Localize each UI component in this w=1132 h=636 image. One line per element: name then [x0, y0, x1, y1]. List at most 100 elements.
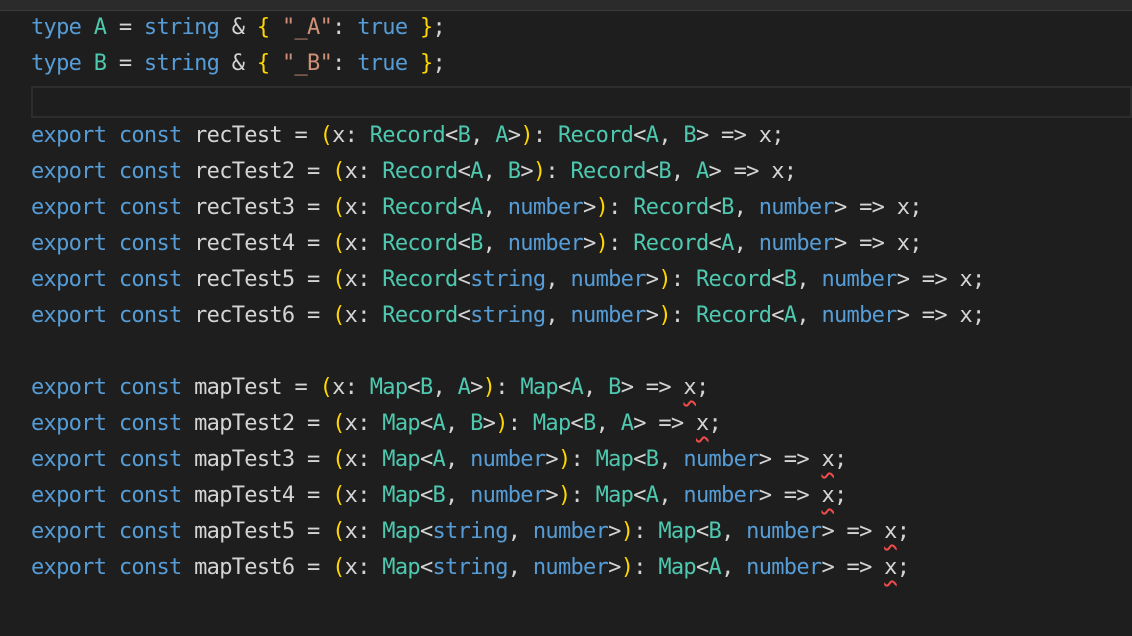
code-token: Map: [658, 555, 696, 580]
code-token: ,: [545, 303, 571, 328]
code-token: recTest2 =: [181, 159, 333, 184]
code-token: [106, 483, 119, 508]
code-token: A: [708, 555, 722, 580]
code-token: x:: [344, 267, 383, 292]
code-token: > => x;: [896, 303, 986, 328]
code-token: const: [118, 231, 182, 256]
code-token: x:: [344, 231, 383, 256]
code-token: const: [118, 195, 182, 220]
code-line[interactable]: export const recTest4 = (x: Record<B, nu…: [31, 226, 1132, 262]
code-token: ): [557, 483, 571, 508]
code-token: ,: [445, 411, 471, 436]
code-token: Map: [658, 519, 696, 544]
code-token: }: [419, 51, 433, 76]
code-token: > => x;: [896, 267, 986, 292]
code-token: Map: [382, 411, 420, 436]
code-token: x:: [344, 483, 383, 508]
code-token: <: [557, 375, 571, 400]
code-token: ;: [896, 519, 910, 544]
code-token: Record: [570, 159, 647, 184]
code-token: A: [721, 231, 734, 256]
code-token: [407, 51, 420, 76]
code-line[interactable]: [31, 334, 1132, 370]
code-token: ,: [445, 447, 471, 472]
code-token: :: [507, 411, 533, 436]
code-token: Record: [633, 231, 709, 256]
code-token: :: [608, 195, 634, 220]
code-token: B: [783, 267, 797, 292]
code-line[interactable]: export const recTest5 = (x: Record<strin…: [31, 262, 1132, 298]
code-token: number: [570, 303, 647, 328]
code-token: ,: [796, 267, 822, 292]
code-token: x:: [344, 555, 383, 580]
code-token: Record: [557, 123, 634, 148]
code-token: > =>: [633, 411, 696, 436]
code-token: :: [570, 483, 596, 508]
code-token: ): [520, 123, 533, 148]
code-token: (: [332, 195, 345, 220]
code-token: Map: [382, 483, 420, 508]
code-token: number: [746, 555, 822, 580]
code-token: > =>: [758, 447, 822, 472]
code-token: ,: [733, 231, 759, 256]
code-token: A: [695, 159, 709, 184]
code-line[interactable]: export const mapTest4 = (x: Map<B, numbe…: [31, 478, 1132, 514]
code-token: const: [118, 555, 182, 580]
code-line[interactable]: export const mapTest6 = (x: Map<string, …: [31, 550, 1132, 586]
error-squiggle-token: x: [821, 447, 834, 472]
error-squiggle-token: x: [884, 519, 897, 544]
code-token: number: [758, 195, 835, 220]
code-token: export: [31, 303, 107, 328]
code-line[interactable]: export const recTest3 = (x: Record<A, nu…: [31, 190, 1132, 226]
code-token: number: [746, 519, 822, 544]
code-line[interactable]: export const mapTest5 = (x: Map<string, …: [31, 514, 1132, 550]
code-line[interactable]: export const recTest2 = (x: Record<A, B>…: [31, 154, 1132, 190]
code-token: <: [419, 555, 433, 580]
code-token: true: [357, 15, 408, 40]
code-line[interactable]: export const recTest = (x: Record<B, A>)…: [31, 118, 1132, 154]
code-token: [81, 15, 94, 40]
code-token: B: [457, 123, 471, 148]
error-squiggle-token: x: [884, 555, 897, 580]
code-token: B: [583, 411, 596, 436]
code-token: B: [470, 231, 483, 256]
code-token: (: [332, 303, 345, 328]
code-token: string: [432, 555, 508, 580]
code-token: B: [683, 123, 696, 148]
code-token: <: [695, 519, 709, 544]
code-token: Record: [633, 195, 709, 220]
code-token: <: [708, 195, 722, 220]
code-token: ): [532, 159, 546, 184]
code-token: <: [445, 123, 458, 148]
code-line[interactable]: type A = string & { "_A": true };: [31, 10, 1132, 46]
code-token: ,: [670, 159, 696, 184]
code-line[interactable]: export const recTest6 = (x: Record<strin…: [31, 298, 1132, 334]
code-token: x:: [344, 447, 383, 472]
code-token: ): [620, 555, 634, 580]
code-token: ): [595, 231, 609, 256]
code-token: B: [721, 195, 734, 220]
code-line-current[interactable]: [31, 82, 1132, 118]
code-token: const: [118, 519, 182, 544]
code-token: B: [432, 483, 446, 508]
code-line[interactable]: export const mapTest = (x: Map<B, A>): M…: [31, 370, 1132, 406]
code-line[interactable]: export const mapTest3 = (x: Map<A, numbe…: [31, 442, 1132, 478]
code-token: export: [31, 267, 107, 292]
code-token: export: [31, 519, 107, 544]
code-token: B: [419, 375, 433, 400]
code-token: ,: [721, 519, 747, 544]
code-token: ): [620, 519, 634, 544]
code-token: Record: [695, 303, 772, 328]
code-line[interactable]: type B = string & { "_B": true };: [31, 46, 1132, 82]
code-token: <: [633, 123, 646, 148]
code-lines[interactable]: type A = string & { "_A": true };type B …: [31, 10, 1132, 586]
code-token: ): [595, 195, 609, 220]
code-token: Map: [520, 375, 558, 400]
code-token: x:: [344, 159, 383, 184]
code-token: Record: [382, 159, 458, 184]
code-line[interactable]: export const mapTest2 = (x: Map<A, B>): …: [31, 406, 1132, 442]
code-token: (: [332, 555, 345, 580]
code-token: (: [319, 123, 333, 148]
code-token: <: [695, 555, 709, 580]
